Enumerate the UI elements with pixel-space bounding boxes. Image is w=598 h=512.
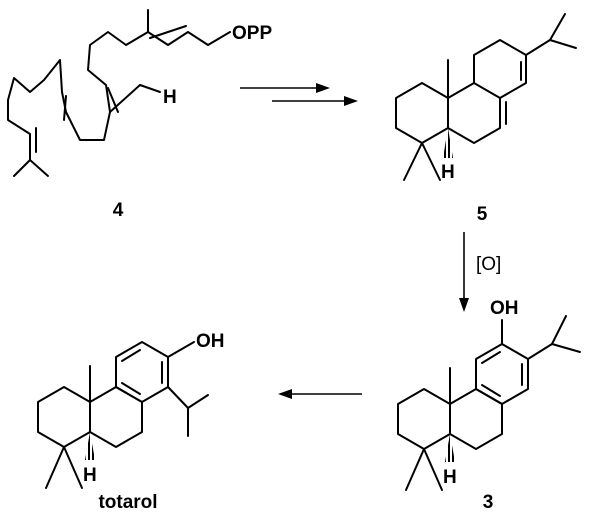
compound-5-h-label: H <box>441 162 455 183</box>
compound-5-structure <box>395 13 577 181</box>
compound-3-oh-label: OH <box>490 298 519 319</box>
compound-4-structure <box>7 9 231 177</box>
totarol-h-label: H <box>83 465 97 486</box>
arrow-4-to-5 <box>240 83 358 106</box>
compound-4-h-label: H <box>163 87 177 108</box>
compound-3-h-label: H <box>443 467 457 488</box>
totarol-oh-label: OH <box>196 331 225 352</box>
compound-4-opp-label: OPP <box>232 23 272 44</box>
compound-3-label: 3 <box>483 492 494 512</box>
compound-4-label: 4 <box>113 200 124 221</box>
totarol-label: totarol <box>98 492 157 512</box>
compound-5-label: 5 <box>477 204 488 225</box>
oxidation-reagent-label: [O] <box>476 254 501 275</box>
arrow-3-to-totarol <box>278 389 362 399</box>
totarol-structure <box>37 341 209 489</box>
compound-3-structure <box>397 315 581 491</box>
arrow-5-to-3 <box>459 232 469 312</box>
